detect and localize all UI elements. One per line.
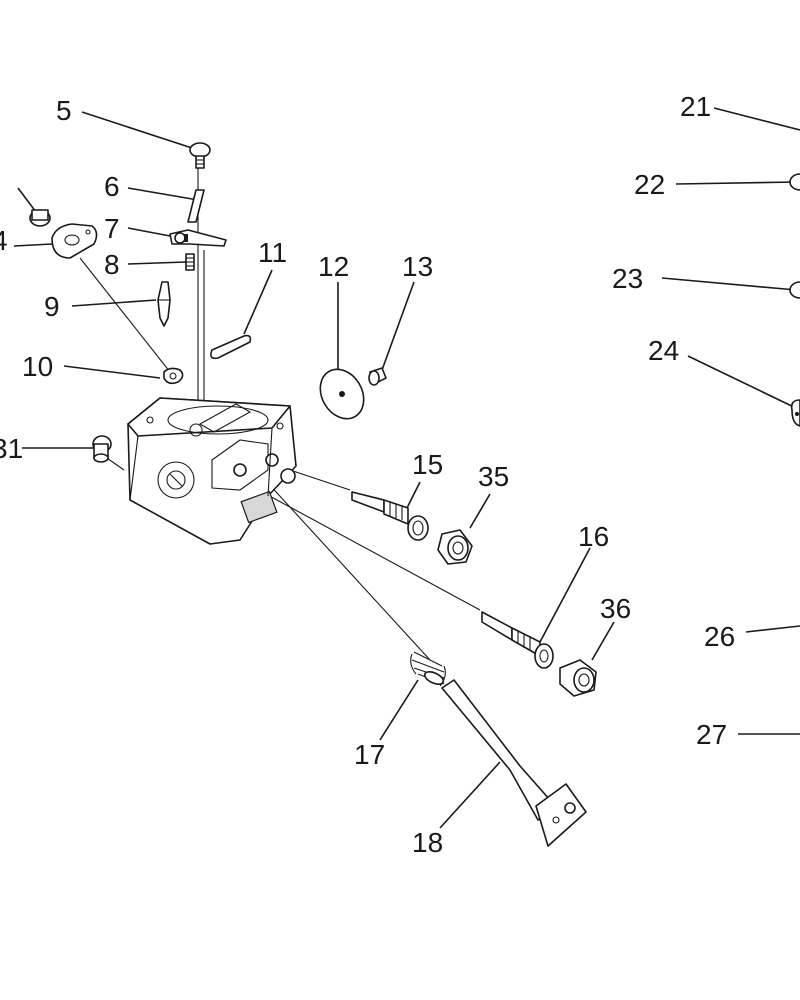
callout-5: 5 bbox=[56, 95, 72, 126]
assembly-lines bbox=[79, 164, 481, 661]
part-7-lever bbox=[169, 229, 227, 247]
part-15-needle-screw bbox=[351, 491, 429, 541]
part-18-lever-arm bbox=[441, 679, 587, 847]
part-5-screw bbox=[189, 142, 211, 169]
part-9-needle bbox=[157, 281, 171, 327]
callout-18: 18 bbox=[412, 827, 443, 858]
part-12-disk bbox=[319, 368, 365, 420]
callout-16: 16 bbox=[578, 521, 609, 552]
callout-23: 23 bbox=[612, 263, 643, 294]
callout-24: 24 bbox=[648, 335, 679, 366]
callout-22: 22 bbox=[634, 169, 665, 200]
callout-35: 35 bbox=[478, 461, 509, 492]
callout-13: 13 bbox=[402, 251, 433, 282]
callout-17: 17 bbox=[354, 739, 385, 770]
part-11-strip bbox=[210, 334, 252, 360]
part-35-cap bbox=[437, 529, 473, 565]
part-8-spring bbox=[185, 253, 195, 271]
carburetor-body bbox=[127, 397, 297, 545]
callout-31: 31 bbox=[0, 433, 23, 464]
part-6-pin bbox=[187, 189, 205, 223]
callout-36: 36 bbox=[600, 593, 631, 624]
callout-10: 10 bbox=[22, 351, 53, 382]
part-16-needle-screw bbox=[481, 611, 554, 669]
part-4-gasket bbox=[51, 223, 98, 259]
callout-12: 12 bbox=[318, 251, 349, 282]
callout-4: 4 bbox=[0, 225, 8, 256]
part-36-cap bbox=[559, 659, 597, 697]
part-31-cap bbox=[92, 435, 112, 463]
callout-27: 27 bbox=[696, 719, 727, 750]
right-edge-parts bbox=[789, 173, 800, 427]
part-13-screw bbox=[368, 367, 387, 386]
part-4-plug bbox=[29, 209, 51, 227]
callout-26: 26 bbox=[704, 621, 735, 652]
part-17-spring bbox=[410, 651, 446, 687]
callout-7: 7 bbox=[104, 213, 120, 244]
part-10-clip bbox=[163, 367, 184, 385]
callout-11: 11 bbox=[258, 237, 287, 268]
callout-21: 21 bbox=[680, 91, 711, 122]
callout-6: 6 bbox=[104, 171, 120, 202]
callout-labels: 5 6 7 8 9 10 11 12 13 15 35 16 36 17 18 … bbox=[0, 91, 735, 858]
callout-8: 8 bbox=[104, 249, 120, 280]
leader-lines bbox=[13, 107, 800, 829]
callout-15: 15 bbox=[412, 449, 443, 480]
callout-9: 9 bbox=[44, 291, 60, 322]
